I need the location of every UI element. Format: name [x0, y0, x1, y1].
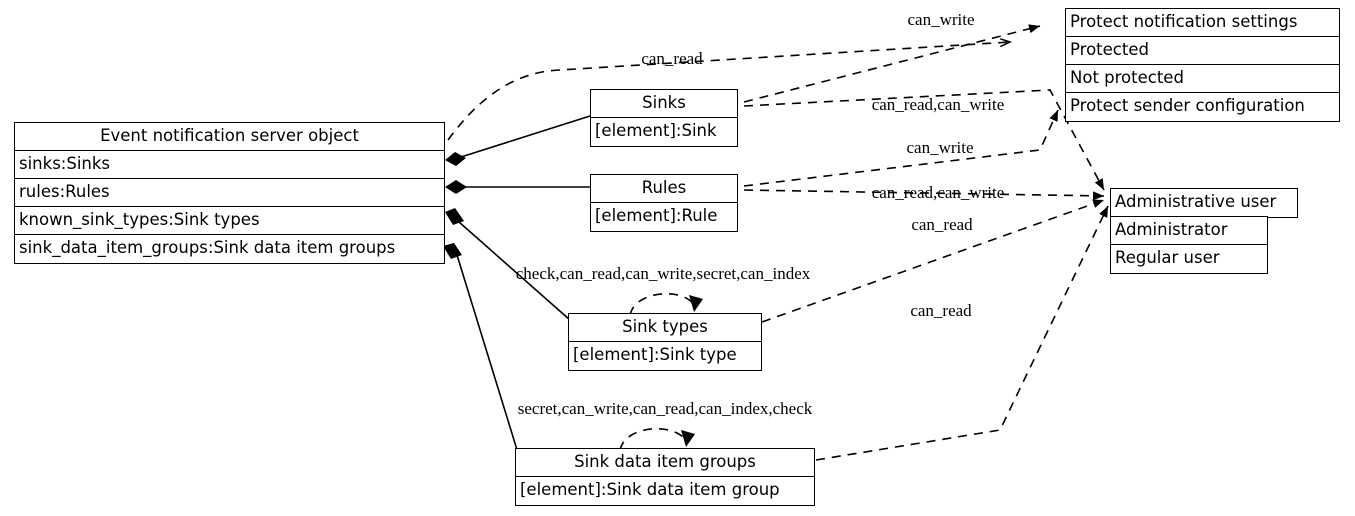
attribute-not-protected: Not protected	[1066, 65, 1339, 93]
class-sink-types[interactable]: Sink types [element]:Sink type	[568, 313, 762, 371]
class-header-protect-notification-settings: Protect notification settings	[1066, 9, 1339, 37]
class-header-sink-data-item-groups: Sink data item groups	[516, 449, 814, 477]
attribute-sink-data-item-groups: sink_data_item_groups:Sink data item gro…	[15, 235, 444, 263]
edge-label-can-write-mid: can_write	[906, 138, 973, 157]
edge-sink-data-item-groups-self-loop	[619, 427, 695, 451]
class-header-sinks: Sinks	[591, 90, 737, 118]
class-sinks[interactable]: Sinks [element]:Sink	[590, 89, 738, 147]
edge-server-sink-data-item-groups	[443, 243, 519, 454]
edge-server-protect-can-read	[447, 42, 1010, 141]
attribute-rules: rules:Rules	[15, 179, 444, 207]
class-event-notification-server-object[interactable]: Event notification server object sinks:S…	[14, 122, 445, 264]
class-administrative-user[interactable]: Administrative user	[1110, 188, 1298, 218]
edge-rules-admin-user-rw	[743, 189, 1105, 201]
class-administrative-user-attributes[interactable]: Administrator Regular user	[1110, 216, 1268, 274]
attribute-regular-user: Regular user	[1111, 245, 1267, 273]
edge-label-can-read-top: can_read	[641, 49, 703, 68]
attribute-sinks-element: [element]:Sink	[591, 118, 737, 146]
edge-sink-types-self-loop	[629, 292, 703, 316]
attribute-administrator: Administrator	[1111, 217, 1267, 245]
attribute-rules-element: [element]:Rule	[591, 203, 737, 231]
attribute-known-sink-types: known_sink_types:Sink types	[15, 207, 444, 235]
edge-rules-protect-can-write	[743, 109, 1059, 187]
edge-sink-data-item-groups-admin-user-can-read	[815, 205, 1109, 461]
class-header-server-object: Event notification server object	[15, 123, 444, 151]
attribute-protected: Protected	[1066, 37, 1339, 65]
class-header-rules: Rules	[591, 175, 737, 203]
edge-server-sink-types	[445, 208, 571, 321]
edge-sink-types-admin-user-can-read	[761, 199, 1105, 323]
class-rules[interactable]: Rules [element]:Rule	[590, 174, 738, 232]
attribute-protect-sender-configuration: Protect sender configuration	[1066, 93, 1339, 121]
class-sink-data-item-groups[interactable]: Sink data item groups [element]:Sink dat…	[515, 448, 815, 506]
class-protect-notification-settings[interactable]: Protect notification settings Protected …	[1065, 8, 1340, 122]
attribute-sinks: sinks:Sinks	[15, 151, 444, 179]
class-header-administrative-user: Administrative user	[1111, 189, 1297, 217]
attribute-sink-data-item-groups-element: [element]:Sink data item group	[516, 477, 814, 505]
edge-sinks-admin-user-rw	[743, 89, 1105, 191]
edge-label-sink-types-perms: check,can_read,can_write,secret,can_inde…	[516, 264, 811, 283]
edge-label-can-read-sink-types: can_read	[910, 301, 972, 320]
edge-server-rules	[445, 180, 590, 194]
edge-label-can-read-rules: can_read	[911, 215, 973, 234]
class-header-sink-types: Sink types	[569, 314, 761, 342]
edge-label-can-write-top: can_write	[907, 10, 974, 29]
edge-server-sinks	[445, 115, 591, 166]
attribute-sink-types-element: [element]:Sink type	[569, 342, 761, 370]
edge-label-rules-rw: can_read,can_write	[872, 183, 1005, 202]
edge-label-groups-perms: secret,can_write,can_read,can_index,chec…	[518, 399, 813, 418]
edge-sinks-protect-can-write	[743, 24, 1041, 103]
edge-label-sinks-rw: can_read,can_write	[872, 95, 1005, 114]
